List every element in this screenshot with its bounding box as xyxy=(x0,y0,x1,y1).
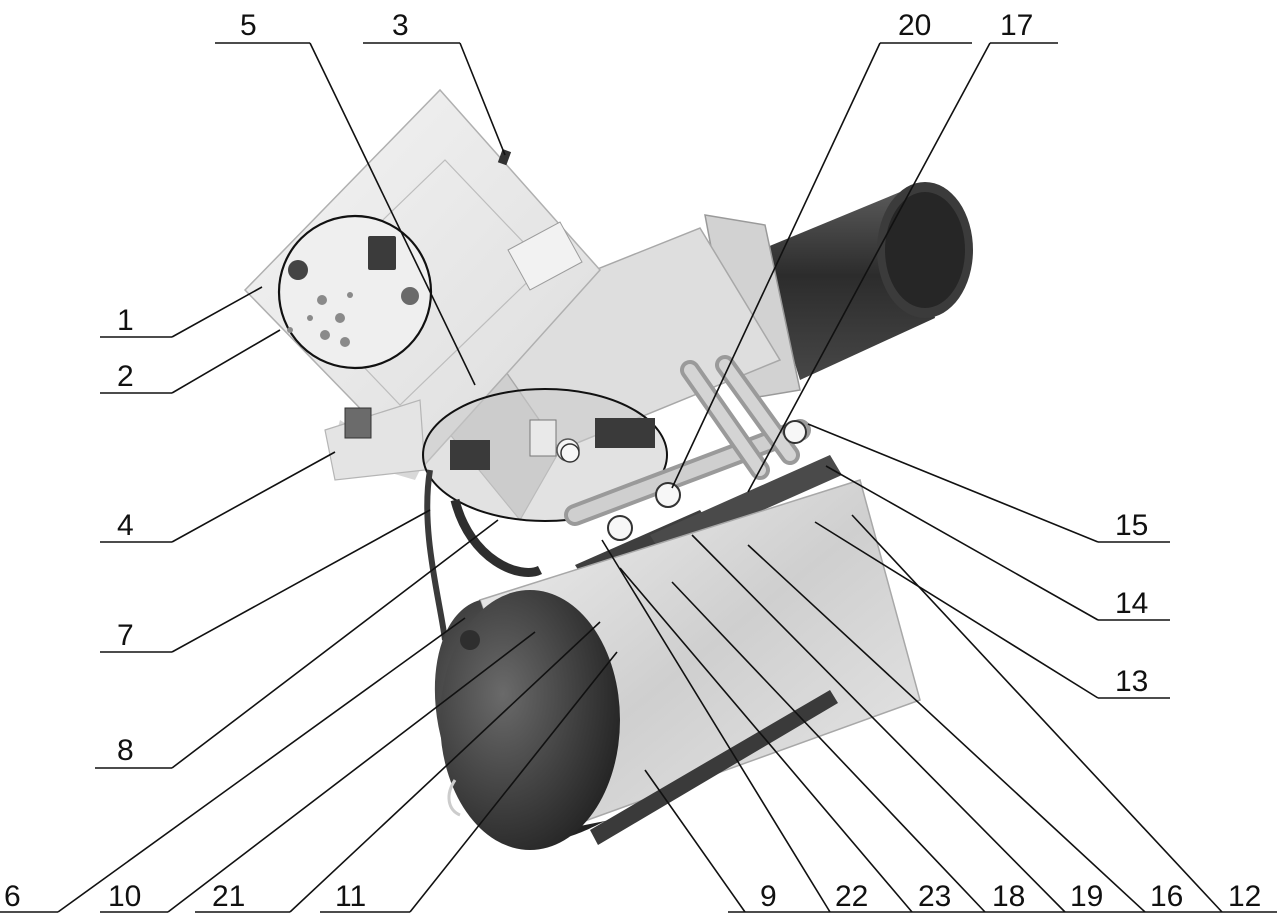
callout-7: 7 xyxy=(117,619,134,652)
control-knob xyxy=(288,260,308,280)
callout-5: 5 xyxy=(240,9,257,42)
digital-display xyxy=(368,236,396,270)
gauge-icon xyxy=(655,482,681,508)
valve-group-detail xyxy=(422,388,668,522)
cabinet-top-switch xyxy=(497,149,512,166)
callout-18: 18 xyxy=(992,880,1025,913)
callout-13: 13 xyxy=(1115,665,1148,698)
insulated-tank xyxy=(434,479,921,850)
callout-20: 20 xyxy=(898,9,931,42)
callout-4: 4 xyxy=(117,509,134,542)
pressure-gauges xyxy=(560,420,807,541)
callout-16: 16 xyxy=(1150,880,1183,913)
callout-14: 14 xyxy=(1115,587,1148,620)
tank-mounting-plate xyxy=(590,690,838,845)
tank-end-cap xyxy=(440,590,620,850)
callout-11: 11 xyxy=(335,880,366,913)
callout-8: 8 xyxy=(117,734,134,767)
callout-1: 1 xyxy=(117,304,134,337)
callout-leaders xyxy=(0,42,1277,913)
gauge-icon xyxy=(783,420,807,444)
burner-illustration xyxy=(243,88,973,850)
callout-2: 2 xyxy=(117,360,134,393)
callout-6: 6 xyxy=(4,880,21,913)
tank-connector xyxy=(460,630,480,650)
callout-12: 12 xyxy=(1228,880,1261,913)
hose xyxy=(450,498,543,577)
callout-9: 9 xyxy=(760,880,777,913)
callout-22: 22 xyxy=(835,880,868,913)
callout-17: 17 xyxy=(1000,9,1033,42)
callout-3: 3 xyxy=(392,9,409,42)
main-power-switch xyxy=(344,407,372,439)
gauge-icon xyxy=(560,443,580,463)
callout-10: 10 xyxy=(108,880,141,913)
callout-23: 23 xyxy=(918,880,951,913)
blast-tube xyxy=(760,182,973,380)
callout-19: 19 xyxy=(1070,880,1103,913)
hose xyxy=(424,469,448,641)
callout-15: 15 xyxy=(1115,509,1148,542)
callout-labels: 5 3 20 17 1 2 4 7 8 15 14 13 6 10 21 11 … xyxy=(4,9,1261,913)
control-panel-detail xyxy=(277,214,433,370)
gauge-icon xyxy=(607,515,633,541)
callout-21: 21 xyxy=(212,880,245,913)
